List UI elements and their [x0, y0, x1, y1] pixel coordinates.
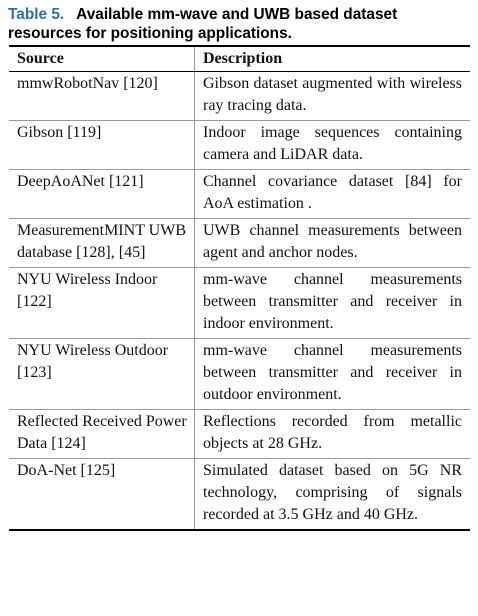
source-cell: NYU Wireless Outdoor [123]: [9, 338, 195, 410]
dataset-table: Source Description mmwRobotNav [120] Gib…: [9, 45, 470, 531]
description-cell: UWB channel measurements between agent a…: [194, 218, 470, 268]
table-number: Table 5.: [8, 6, 65, 23]
source-cell: mmwRobotNav [120]: [9, 71, 195, 121]
table-row: Reflected Received Power Data [124] Refl…: [9, 409, 470, 459]
description-cell: mm-wave channel measurements between tra…: [194, 267, 470, 339]
source-cell: NYU Wireless Indoor [122]: [9, 267, 195, 339]
source-cell: Reflected Received Power Data [124]: [9, 409, 195, 459]
description-cell: mm-wave channel measurements between tra…: [194, 338, 470, 410]
table-row: Gibson [119] Indoor image sequences cont…: [9, 120, 470, 170]
description-cell: Gibson dataset augmented with wireless r…: [194, 71, 470, 121]
table-row: NYU Wireless Outdoor [123] mm-wave chann…: [9, 338, 470, 410]
table-row: NYU Wireless Indoor [122] mm-wave channe…: [9, 267, 470, 339]
description-cell: Simulated dataset based on 5G NR technol…: [203, 462, 462, 523]
table-row: MeasurementMINT UWB database [128], [45]…: [9, 218, 470, 268]
table-row: mmwRobotNav [120] Gibson dataset augment…: [9, 71, 470, 121]
table-title: Available mm-wave and UWB based dataset …: [8, 6, 398, 42]
description-cell: Channel covariance dataset [84] for AoA …: [194, 169, 470, 219]
source-cell: Gibson [119]: [9, 120, 195, 170]
description-cell: Indoor image sequences containing camera…: [194, 120, 470, 170]
source-cell: DoA-Net [125]: [9, 458, 195, 530]
header-row: Source Description: [9, 46, 470, 72]
table-caption: Table 5.Available mm-wave and UWB based …: [8, 5, 470, 43]
source-cell: MeasurementMINT UWB database [128], [45]: [9, 218, 195, 268]
header-description: Description: [194, 46, 470, 72]
table-row: DeepAoANet [121] Channel covariance data…: [9, 169, 470, 219]
table-row: DoA-Net [125] Simulated dataset based on…: [9, 458, 470, 530]
source-cell: DeepAoANet [121]: [9, 169, 195, 219]
description-cell: Reflections recorded from metallic objec…: [194, 409, 470, 459]
header-source: Source: [9, 46, 195, 72]
